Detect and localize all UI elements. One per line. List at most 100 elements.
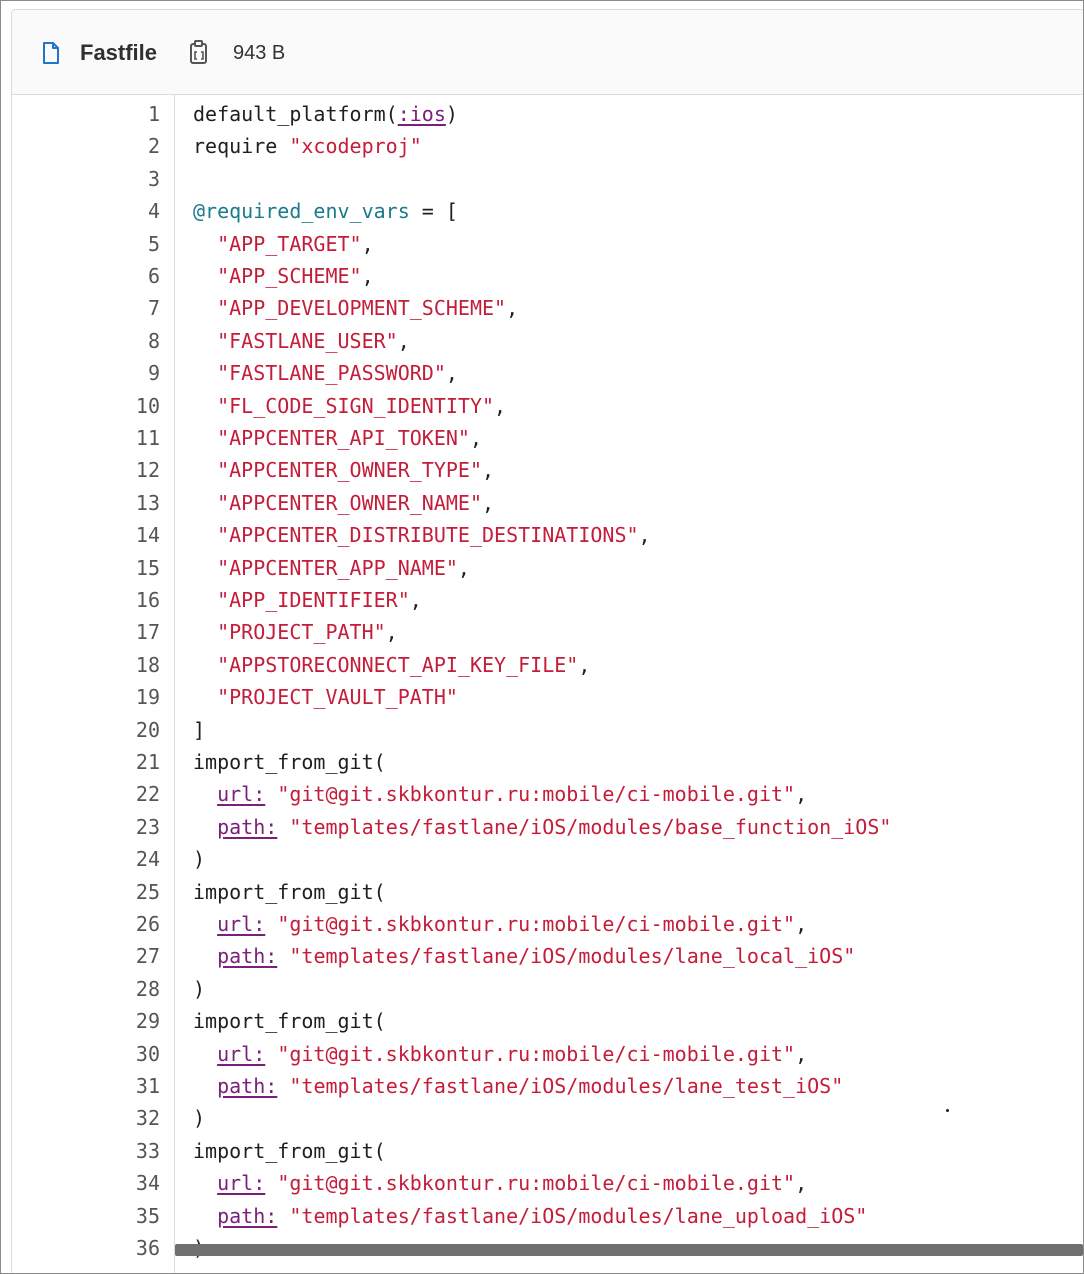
code-line: "APP_SCHEME", [193, 260, 374, 292]
code-token [193, 361, 217, 385]
code-token [193, 232, 217, 256]
line-number[interactable]: 5 [147, 231, 160, 256]
line-number[interactable]: 25 [135, 879, 160, 904]
horizontal-scrollbar[interactable] [175, 1244, 1083, 1256]
symbol-token: path: [217, 1203, 278, 1228]
line-number[interactable]: 1 [147, 102, 160, 126]
string-token: "APPCENTER_OWNER_TYPE" [217, 458, 482, 483]
code-line: "FASTLANE_PASSWORD", [193, 357, 458, 389]
code-token: , [445, 361, 458, 386]
line-number[interactable]: 24 [135, 847, 160, 872]
code-line: "APP_DEVELOPMENT_SCHEME", [193, 292, 518, 324]
line-number[interactable]: 33 [135, 1138, 160, 1163]
string-token: "git@git.skbkontur.ru:mobile/ci-mobile.g… [277, 1041, 796, 1066]
code-line: "PROJECT_PATH", [193, 616, 398, 648]
string-token: "templates/fastlane/iOS/modules/lane_tes… [289, 1074, 844, 1098]
code-line: url: "git@git.skbkontur.ru:mobile/ci-mob… [193, 908, 807, 940]
code-line: import_from_git( [193, 746, 386, 778]
code-token: , [578, 652, 591, 677]
code-token: require [193, 134, 290, 159]
line-number[interactable]: 19 [135, 685, 160, 710]
line-number[interactable]: 32 [135, 1106, 160, 1131]
code-line: path: "templates/fastlane/iOS/modules/la… [193, 1200, 867, 1232]
code-token: ) [445, 102, 458, 126]
line-number[interactable]: 26 [135, 912, 160, 936]
code-token [277, 1074, 289, 1098]
line-number[interactable]: 8 [147, 328, 160, 353]
line-number[interactable]: 9 [147, 361, 160, 386]
line-number[interactable]: 20 [135, 717, 160, 742]
line-number[interactable]: 17 [135, 620, 160, 645]
string-token: "templates/fastlane/iOS/modules/base_fun… [289, 814, 892, 839]
string-token: "FASTLANE_USER" [217, 328, 398, 353]
line-number[interactable]: 16 [135, 588, 160, 612]
line-number[interactable]: 15 [135, 555, 160, 580]
line-number[interactable]: 34 [135, 1171, 160, 1196]
line-number[interactable]: 7 [147, 296, 160, 321]
code-line: import_from_git( [193, 1135, 386, 1167]
code-line: ) [193, 843, 205, 875]
code-token: , [795, 1171, 808, 1196]
string-token: "APP_DEVELOPMENT_SCHEME" [217, 296, 507, 321]
code-line: "APPCENTER_API_TOKEN", [193, 422, 482, 454]
code-line: ) [193, 973, 205, 1005]
code-token: , [795, 782, 808, 807]
code-token: , [494, 393, 507, 418]
code-line: "FASTLANE_USER", [193, 325, 410, 357]
line-number[interactable]: 10 [135, 393, 160, 418]
copy-to-clipboard-icon[interactable] [188, 40, 210, 66]
line-number[interactable]: 12 [135, 458, 160, 483]
file-name[interactable]: Fastfile [80, 40, 158, 65]
string-token: "APPCENTER_DISTRIBUTE_DESTINATIONS" [217, 523, 639, 548]
string-token: "APP_TARGET" [217, 231, 362, 256]
line-number[interactable]: 36 [135, 1236, 160, 1260]
code-token [193, 556, 217, 580]
symbol-token: path: [217, 1074, 278, 1098]
string-token: "FL_CODE_SIGN_IDENTITY" [217, 393, 495, 418]
symbol-token: url: [217, 1171, 266, 1196]
string-token: "APP_SCHEME" [217, 264, 362, 288]
line-number[interactable]: 23 [135, 814, 160, 839]
line-number[interactable]: 27 [135, 944, 160, 969]
code-token [277, 1204, 289, 1228]
code-line: "PROJECT_VAULT_PATH" [193, 681, 458, 713]
code-token: ] [193, 717, 206, 742]
line-number[interactable]: 3 [147, 166, 160, 191]
symbol-token: path: [217, 944, 278, 969]
code-token: , [482, 490, 495, 515]
code-token: , [795, 912, 808, 936]
line-number[interactable]: 21 [135, 750, 160, 774]
line-number[interactable]: 31 [135, 1074, 160, 1098]
code-line: ) [193, 1102, 205, 1134]
symbol-token: url: [217, 782, 266, 807]
line-number[interactable]: 13 [135, 490, 160, 515]
code-token [193, 782, 217, 806]
line-number[interactable]: 35 [135, 1203, 160, 1228]
code-token [193, 523, 217, 547]
code-token: , [638, 523, 651, 548]
line-number[interactable]: 11 [135, 426, 160, 450]
line-number[interactable]: 14 [135, 523, 160, 548]
line-number[interactable]: 2 [147, 134, 160, 159]
code-line: ] [193, 714, 205, 746]
line-number[interactable]: 18 [135, 652, 160, 677]
line-number[interactable]: 29 [135, 1009, 160, 1034]
code-token: import_from_git( [193, 1138, 386, 1163]
line-number[interactable]: 22 [135, 782, 160, 807]
string-token: "templates/fastlane/iOS/modules/lane_loc… [289, 944, 856, 969]
code-token [193, 1171, 217, 1195]
code-token: , [409, 588, 422, 612]
code-line: @required_env_vars = [ [193, 195, 458, 227]
code-line: default_platform(:ios) [193, 98, 458, 130]
line-number[interactable]: 28 [135, 976, 160, 1001]
code-token [193, 264, 217, 288]
code-token [193, 815, 217, 839]
line-number[interactable]: 6 [147, 264, 160, 288]
symbol-token: path: [217, 814, 278, 839]
line-number[interactable]: 4 [147, 199, 160, 224]
line-number[interactable]: 30 [135, 1041, 160, 1066]
code-token: ) [193, 976, 206, 1001]
code-line: url: "git@git.skbkontur.ru:mobile/ci-mob… [193, 1167, 807, 1199]
